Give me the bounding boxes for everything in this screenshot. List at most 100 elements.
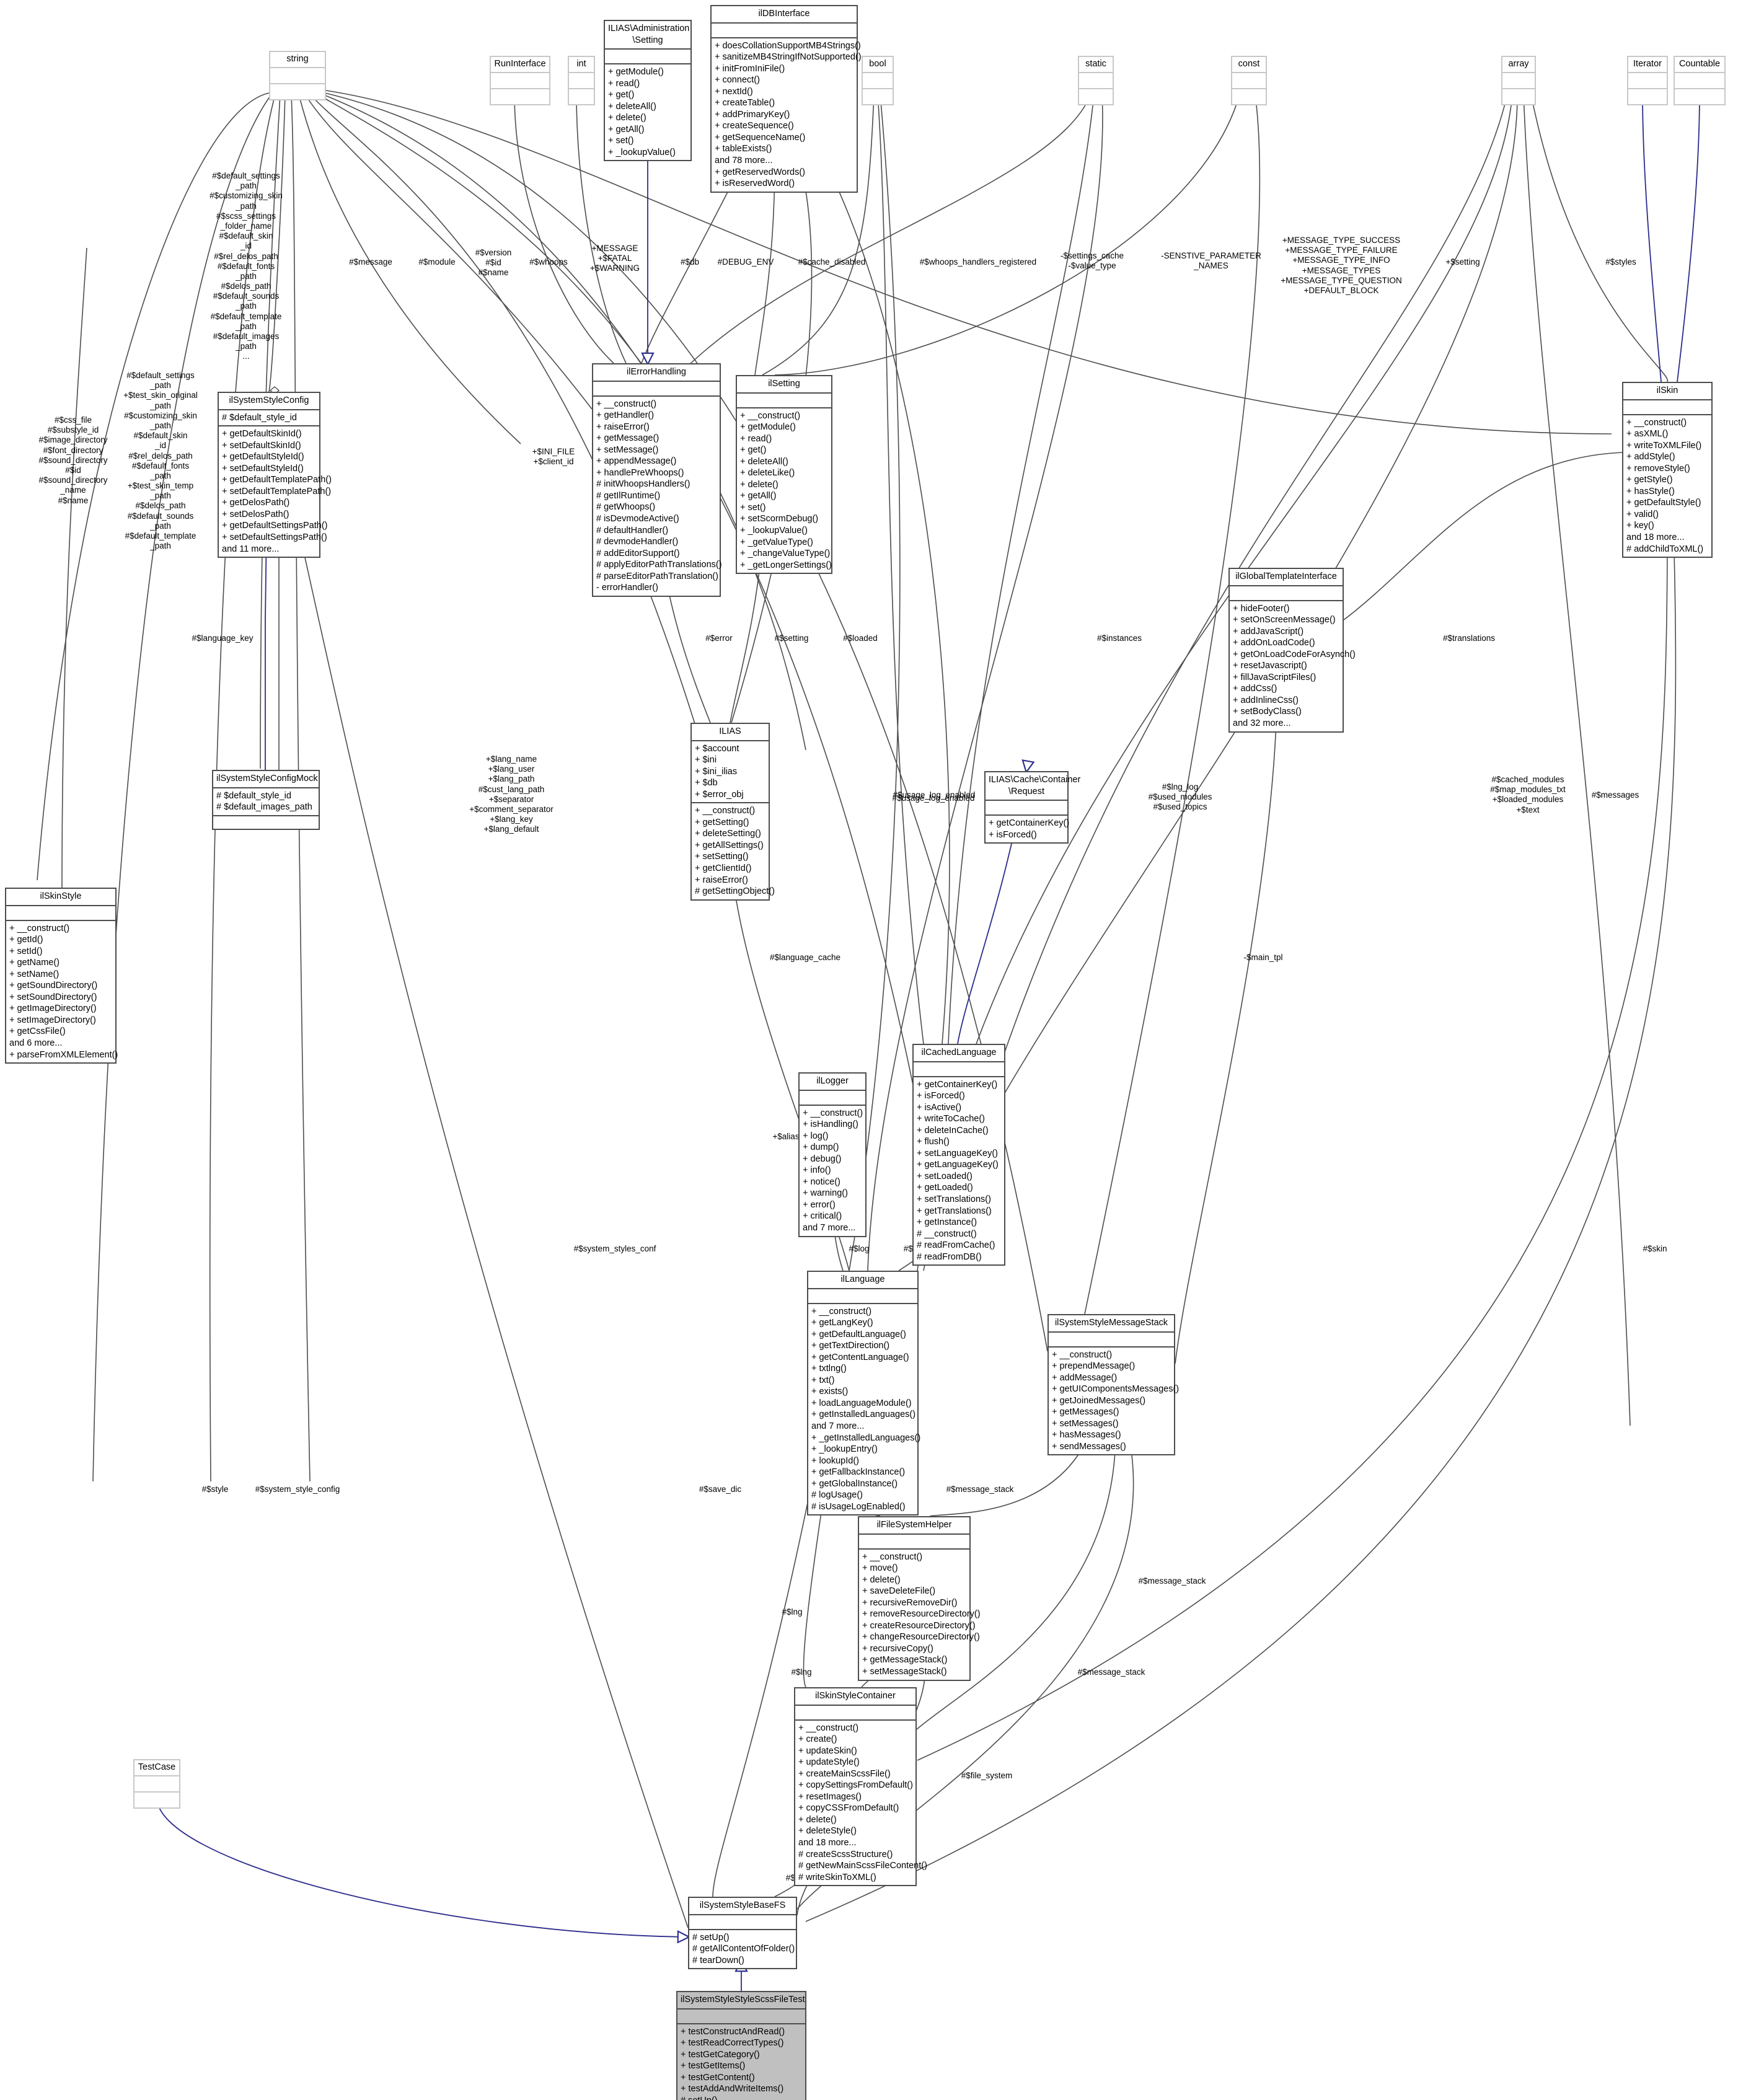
class-operation: # setUp(): [681, 2095, 802, 2100]
class-operation: + deleteSetting(): [695, 829, 761, 839]
class-operation: + setMessages(): [1052, 1418, 1119, 1429]
class-node-attributes: [1079, 73, 1113, 89]
class-operation: # getSettingObject(): [695, 886, 775, 897]
class-operation: # defaultHandler(): [596, 525, 669, 536]
edge-label-l_system_style_config: #$system_style_config: [255, 1485, 340, 1494]
class-node-ilsystemstylestylescssfiletest[interactable]: ilSystemStyleStyleScssFileTest+ testCons…: [676, 1991, 806, 2100]
class-node-ildbinterface[interactable]: ilDBInterface+ doesCollationSupportMB4St…: [710, 5, 862, 193]
class-node-ilfilesystemhelper[interactable]: ilFileSystemHelper+ __construct()+ move(…: [858, 1516, 981, 1681]
class-operation: + createSequence(): [715, 121, 794, 131]
class-node-operations: + __construct()+ asXML()+ writeToXMLFile…: [1623, 415, 1711, 557]
class-attribute: + $db: [695, 778, 718, 788]
class-node-operations: # setUp()# getAllContentOfFolder()# tear…: [689, 1930, 796, 1969]
class-node-operations: + __construct()+ getHandler()+ raiseErro…: [593, 397, 722, 596]
class-node-ilsetting[interactable]: ilSetting+ __construct()+ getModule()+ r…: [736, 375, 832, 575]
class-operation: + __construct(): [862, 1551, 923, 1562]
class-operation: + __construct(): [798, 1723, 859, 1733]
class-node-ilerrorhandling[interactable]: ilErrorHandling+ __construct()+ getHandl…: [592, 363, 722, 597]
edge-label-l_style: #$style: [201, 1485, 229, 1494]
class-operation: + createTable(): [715, 98, 775, 108]
edge-label-l_db: #$db: [680, 257, 700, 267]
edge-label-l_lang_name: +$lang_name +$lang_user +$lang_path #$cu…: [469, 754, 554, 834]
class-node-const[interactable]: const: [1231, 56, 1267, 105]
class-operation: + getImageDirectory(): [9, 1004, 97, 1014]
class-node-ilias[interactable]: ILIAS+ $account+ $ini+ $ini_ilias+ $db+ …: [690, 723, 775, 901]
class-node-title: array: [1502, 57, 1535, 73]
class-node-ilsystemstyleconfigmock[interactable]: ilSystemStyleConfigMock# $default_style_…: [212, 770, 320, 830]
edge-label-l_usage_log_enabled: #$usage_log_enabled: [892, 793, 975, 803]
class-node-ilglobaltemplateinterface[interactable]: ilGlobalTemplateInterface+ hideFooter()+…: [1228, 568, 1356, 733]
class-operation: + getTextDirection(): [811, 1341, 890, 1351]
edge-label-l_default_settings_group: #$default_settings _path #$customizing_s…: [210, 171, 283, 361]
class-node-ilias_cache_container_request[interactable]: ILIAS\Cache\Container \Request+ getConta…: [984, 771, 1080, 844]
class-node-title: ilSkinStyleContainer: [795, 1688, 915, 1706]
class-node-illogger[interactable]: ilLogger+ __construct()+ isHandling()+ l…: [798, 1072, 867, 1237]
class-node-ilias_administration_setting[interactable]: ILIAS\Administration \Setting+ getModule…: [604, 20, 692, 162]
class-node-ilsystemstylemessagestack[interactable]: ilSystemStyleMessageStack+ __construct()…: [1048, 1314, 1179, 1456]
class-operation: + warning(): [803, 1188, 848, 1199]
class-node-testcase[interactable]: TestCase: [133, 1759, 180, 1809]
class-operation: + getCssFile(): [9, 1026, 66, 1037]
class-operation: + copySettingsFromDefault(): [798, 1780, 913, 1791]
class-operation: + delete(): [862, 1574, 901, 1585]
class-operation: and 78 more...: [715, 156, 773, 166]
class-operation: + testGetItems(): [681, 2061, 746, 2071]
class-operation: + prependMessage(): [1052, 1361, 1136, 1372]
class-operation: + updateSkin(): [798, 1745, 857, 1756]
class-operation: + testConstructAndRead(): [681, 2026, 785, 2037]
class-node-attributes: [737, 394, 831, 408]
class-node-title: ilSystemStyleBaseFS: [689, 1898, 796, 1915]
class-node-attributes: [1232, 73, 1266, 89]
class-operation: + getSetting(): [695, 817, 749, 827]
class-operation: + critical(): [803, 1211, 842, 1222]
class-node-array[interactable]: array: [1501, 56, 1536, 105]
class-node-iterator[interactable]: Iterator: [1627, 56, 1668, 105]
edge-label-l_translations: #$translations: [1442, 633, 1496, 643]
class-operation: + testGetContent(): [681, 2072, 755, 2083]
class-attribute: + $ini_ilias: [695, 766, 738, 777]
class-operation: + notice(): [803, 1176, 840, 1187]
class-node-int[interactable]: int: [568, 56, 595, 105]
class-operation: + fillJavaScriptFiles(): [1233, 672, 1317, 682]
class-operation: + getAllSettings(): [695, 840, 764, 850]
class-operation: + dump(): [803, 1142, 839, 1153]
class-node-title: ilLanguage: [808, 1272, 917, 1289]
class-operation: + addStyle(): [1626, 452, 1675, 462]
class-node-countable[interactable]: Countable: [1674, 56, 1726, 105]
class-node-title: ilLogger: [800, 1074, 865, 1091]
class-operation: + getAll(): [608, 124, 645, 135]
class-node-static[interactable]: static: [1078, 56, 1114, 105]
class-operation: + read(): [740, 433, 772, 444]
class-operation: + txt(): [811, 1375, 835, 1385]
class-operation: + getHandler(): [596, 410, 655, 421]
class-node-bool[interactable]: bool: [862, 56, 894, 105]
class-node-operations: [135, 1793, 179, 1807]
edge-label-l_message_types: +MESSAGE_TYPE_SUCCESS +MESSAGE_TYPE_FAIL…: [1281, 236, 1402, 295]
class-operation: + hasMessages(): [1052, 1430, 1121, 1440]
class-operation: + addInlineCss(): [1233, 695, 1299, 705]
class-node-ilskinstylecontainer[interactable]: ilSkinStyleContainer+ __construct()+ cre…: [794, 1687, 927, 1887]
class-node-title: ilFileSystemHelper: [859, 1517, 969, 1535]
edge-label-l_loaded: #$loaded: [843, 633, 878, 643]
class-node-title: string: [270, 52, 325, 68]
class-operation: + updateStyle(): [798, 1757, 860, 1768]
class-operation: + setDefaultTemplatePath(): [222, 486, 332, 496]
class-node-runinterface[interactable]: RunInterface: [490, 56, 550, 105]
class-node-title: ilCachedLanguage: [914, 1045, 1004, 1062]
edge-label-l_senstive_param: -SENSTIVE_PARAMETER _NAMES: [1161, 251, 1261, 271]
class-node-ilsystemstylebasefs[interactable]: ilSystemStyleBaseFS # setUp()# getAllCont…: [688, 1897, 797, 1970]
class-node-illanguage[interactable]: ilLanguage+ __construct()+ getLangKey()+…: [807, 1271, 920, 1516]
class-operation: + sendMessages(): [1052, 1441, 1126, 1452]
class-attribute: # $default_images_path: [216, 802, 312, 813]
class-operation: + _changeValueType(): [740, 549, 831, 559]
class-node-ilsystemstyleconfig[interactable]: ilSystemStyleConfig# $default_style_id+ …: [218, 392, 332, 558]
class-node-ilcachedlanguage[interactable]: ilCachedLanguage+ getContainerKey()+ isF…: [912, 1044, 1005, 1266]
class-operation: + isForced(): [917, 1091, 965, 1101]
class-attribute: + $ini: [695, 755, 717, 765]
class-node-string[interactable]: string: [269, 51, 326, 100]
class-node-ilskinstyle[interactable]: ilSkinStyle+ __construct()+ getId()+ set…: [5, 888, 118, 1064]
class-node-ilskin[interactable]: ilSkin+ __construct()+ asXML()+ writeToX…: [1622, 382, 1713, 558]
edge-label-l_debug_env: #DEBUG_ENV: [717, 257, 774, 267]
class-operation: and 11 more...: [222, 544, 280, 554]
class-node-title: ilSetting: [737, 376, 831, 394]
